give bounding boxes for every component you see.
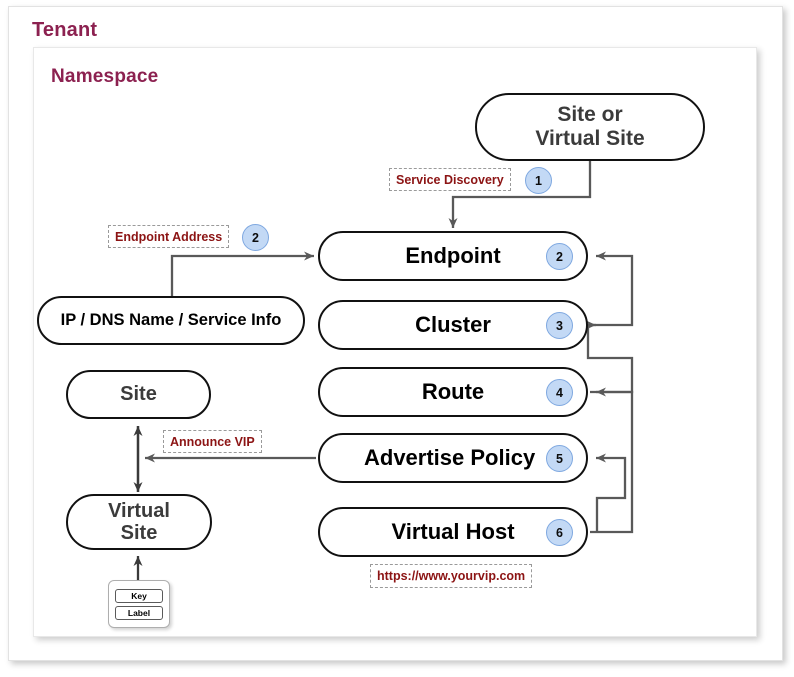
badge-cluster: 3 [546, 312, 573, 339]
node-label: Site [120, 383, 157, 406]
node-label: Cluster [415, 311, 491, 337]
node-label-line2: Site [120, 522, 158, 544]
node-cluster[interactable]: Cluster [318, 300, 588, 350]
annotation-vip-url: https://www.yourvip.com [370, 564, 533, 588]
node-label-line1: Site or [557, 103, 623, 127]
node-label: Endpoint [405, 242, 501, 268]
node-site[interactable]: Site [66, 370, 211, 419]
annotation-announce-vip: Announce VIP [163, 430, 262, 453]
badge-endpoint: 2 [546, 243, 573, 270]
annotation-text: Announce VIP [170, 434, 255, 449]
node-label-line2: Virtual Site [535, 127, 645, 150]
tenant-title: Tenant [32, 19, 98, 41]
namespace-title: Namespace [51, 66, 159, 87]
badge-service-discovery: 1 [525, 167, 552, 194]
node-label: Advertise Policy [364, 444, 536, 470]
node-label: IP / DNS Name / Service Info [60, 311, 282, 330]
badge-route: 4 [546, 379, 573, 406]
node-virtual-host[interactable]: Virtual Host [318, 507, 588, 557]
legend-key-label[interactable]: Key Label [108, 580, 170, 628]
node-advertise-policy[interactable]: Advertise Policy [318, 433, 588, 483]
node-label: Route [421, 378, 485, 404]
node-label: Virtual Host [391, 518, 515, 544]
node-ip-dns-service-info[interactable]: IP / DNS Name / Service Info [37, 296, 305, 345]
annotation-text: https://www.yourvip.com [377, 569, 526, 583]
annotation-service-discovery: Service Discovery [389, 168, 511, 191]
node-route[interactable]: Route [318, 367, 588, 417]
node-label-line1: Virtual [108, 499, 170, 522]
annotation-text: Service Discovery [396, 172, 504, 187]
node-virtual-site[interactable]: Virtual Site [66, 494, 212, 550]
annotation-endpoint-address: Endpoint Address [108, 225, 230, 248]
legend-label-chip: Label [115, 605, 163, 620]
badge-endpoint-address: 2 [242, 224, 269, 251]
annotation-text: Endpoint Address [115, 229, 223, 244]
node-site-or-virtual-site[interactable]: Site or Virtual Site [475, 93, 705, 161]
legend-key-chip: Key [115, 588, 163, 603]
badge-advertise-policy: 5 [546, 445, 573, 472]
node-endpoint[interactable]: Endpoint [318, 231, 588, 281]
badge-virtual-host: 6 [546, 519, 573, 546]
